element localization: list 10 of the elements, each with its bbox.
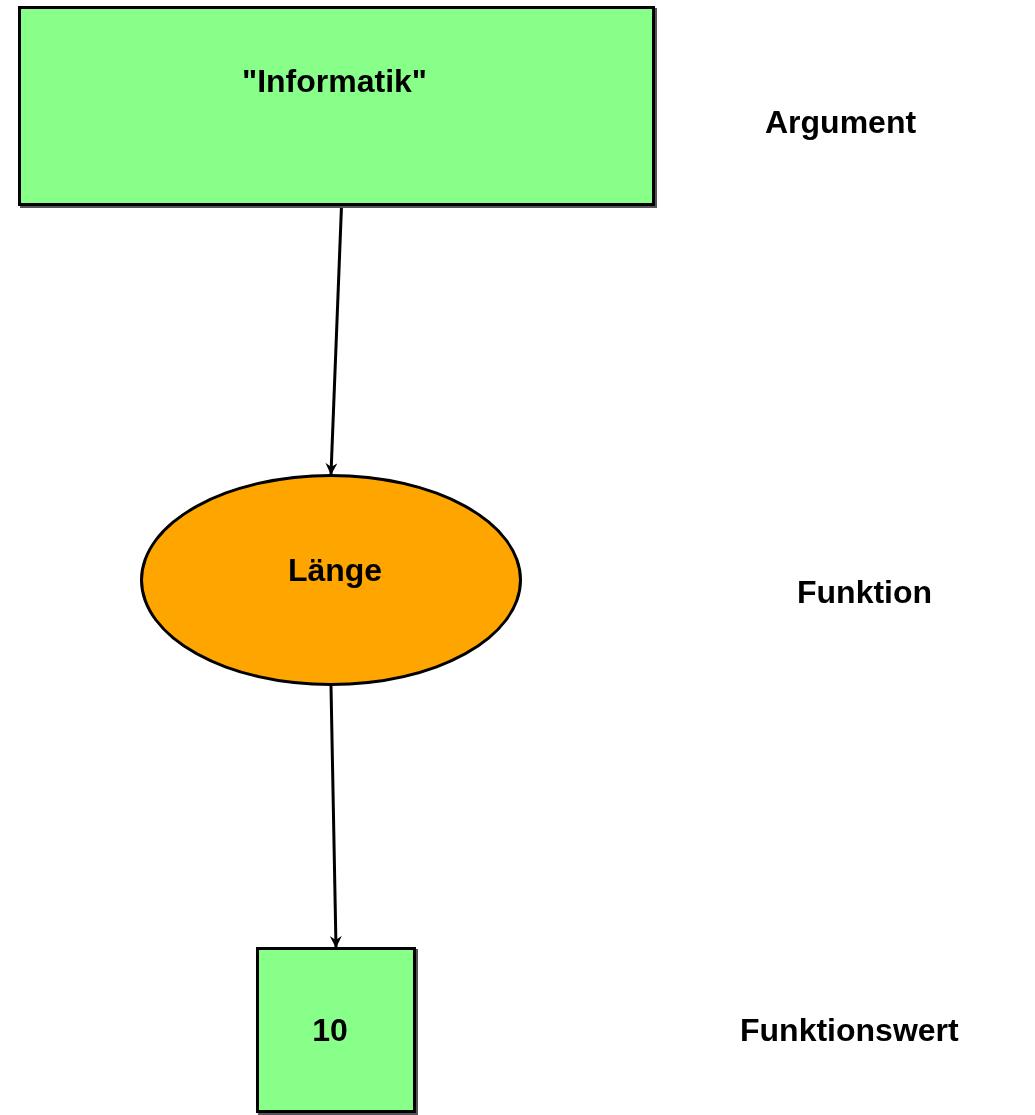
node-label: Länge — [287, 551, 383, 589]
side-label: Funktion — [797, 574, 933, 611]
process-box — [18, 6, 655, 206]
node-label: "Informatik" — [242, 62, 427, 100]
side-label: Funktionswert — [740, 1012, 959, 1049]
arrow — [329, 685, 342, 948]
process-box — [256, 947, 416, 1113]
side-label: Argument — [765, 104, 917, 141]
arrow — [325, 205, 343, 475]
node-label: 10 — [312, 1011, 348, 1049]
